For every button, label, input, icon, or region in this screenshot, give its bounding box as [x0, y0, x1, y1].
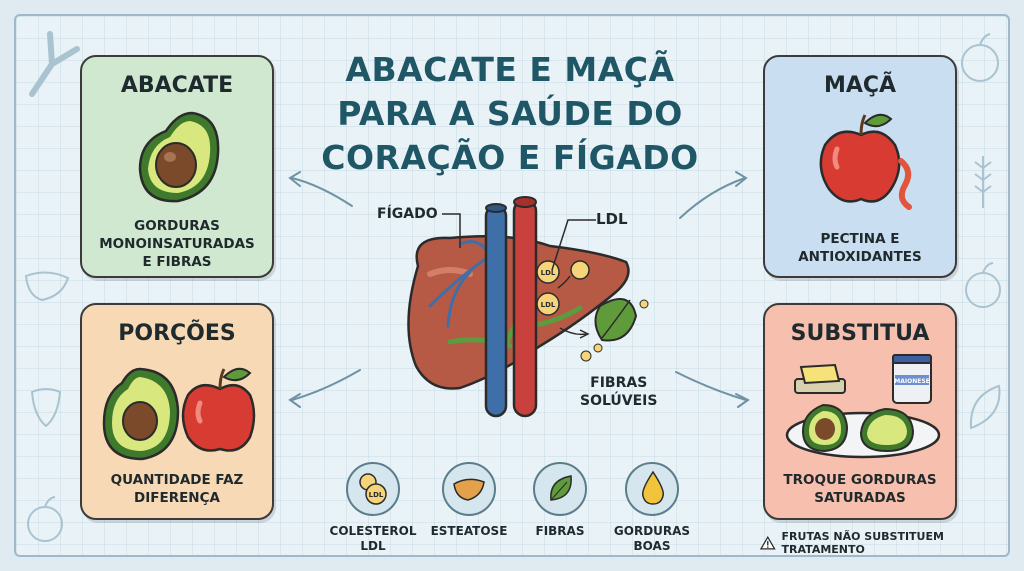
apple-deco-icon-2 [27, 496, 63, 542]
apple-deco-icon-3 [965, 262, 1001, 308]
ldl-bubble-1: LDL [541, 269, 556, 277]
bottom-label-esteatose: ESTEATOSE [424, 524, 514, 539]
bottom-item-gorduras: GORDURAS BOAS [607, 462, 697, 554]
card-abacate-text: GORDURAS MONOINSATURADAS E FIBRAS [88, 217, 266, 271]
liver-deco-icon [24, 271, 70, 302]
card-substitua-text: TROQUE GORDURAS SATURADAS [771, 471, 949, 507]
bottom-label-esteatose-line-1: ESTEATOSE [430, 524, 508, 538]
bottom-label-colesterol-line-1: COLESTEROL [329, 524, 417, 538]
card-substitua-text-line-2: SATURADAS [814, 490, 906, 506]
fibras-soluveis-label: FIBRAS SOLÚVEIS [580, 374, 657, 410]
ldl-leader-line [551, 219, 596, 271]
arrow-to-porcoes [291, 369, 361, 401]
warning-text: FRUTAS NÃO SUBSTITUEM TRATAMENTO [781, 530, 944, 556]
card-maca-title: MAÇÃ [823, 73, 897, 98]
bottom-label-fibras-line-1: FIBRAS [535, 524, 585, 538]
bottom-label-colesterol-line-2: LDL [360, 539, 386, 553]
card-maca-text-line-1: PECTINA E [820, 231, 900, 247]
card-porcoes-title: PORÇÕES [118, 321, 236, 346]
apple-with-peel-icon [819, 113, 912, 210]
card-substitua-text-line-1: TROQUE GORDURAS [783, 472, 937, 488]
bottom-label-gorduras-line-1: GORDURAS [613, 524, 691, 538]
card-porcoes: PORÇÕES QUANTIDADE FAZ DIFERENÇA [80, 303, 274, 520]
title-line-3: CORAÇÃO E FÍGADO [321, 138, 699, 177]
card-maca: MAÇÃ PECTINA E ANTIOXIDANTES [763, 55, 957, 278]
bottom-label-gorduras-line-2: BOAS [633, 539, 671, 553]
fibras-soluveis-line-2: SOLÚVEIS [580, 393, 658, 409]
bottom-label-fibras: FIBRAS [515, 524, 605, 539]
card-substitua: SUBSTITUA MAIONESE TROQUE GORDURAS SATUR… [763, 303, 957, 520]
ldl-label: LDL [596, 210, 628, 228]
bottom-item-fibras: FIBRAS [515, 462, 605, 539]
page-title: ABACATE E MAÇÃ PARA A SAÚDE DO CORAÇÃO E… [300, 48, 720, 180]
arrow-to-substitua [675, 371, 747, 401]
card-maca-text-line-2: ANTIOXIDANTES [798, 249, 922, 265]
ldl-cholesterol-icon: LDL [346, 462, 400, 516]
card-porcoes-text-line-1: QUANTIDADE FAZ [110, 472, 244, 488]
warning-triangle-icon [760, 536, 776, 550]
fatty-liver-icon [442, 462, 496, 516]
aorta [512, 198, 538, 418]
warning-note: FRUTAS NÃO SUBSTITUEM TRATAMENTO [760, 530, 1024, 556]
ldl-badge: LDL [369, 491, 384, 499]
ldl-bubble-2: LDL [541, 301, 556, 309]
title-line-1: ABACATE E MAÇÃ [345, 50, 675, 89]
leaf-icon [533, 462, 587, 516]
vena-cava [484, 204, 508, 418]
strawberry-deco-icon [30, 388, 62, 428]
card-abacate-text-line-2: MONOINSATURADAS [99, 236, 255, 252]
wheat-deco-icon [974, 156, 992, 208]
avocado-icon [138, 111, 220, 203]
oil-drop-icon [625, 462, 679, 516]
apple-deco-icon [961, 33, 999, 82]
arrow-to-maca [679, 177, 746, 219]
card-maca-text: PECTINA E ANTIOXIDANTES [771, 230, 949, 266]
plate-butter-mayo-icon: MAIONESE [785, 354, 941, 459]
liver-illustration: LDL LDL [407, 196, 649, 418]
card-substitua-title: SUBSTITUA [790, 321, 930, 346]
blood-vessel-deco-icon [29, 31, 80, 97]
fibras-soluveis-line-1: FIBRAS [590, 375, 648, 391]
figado-leader-line [442, 213, 461, 248]
card-abacate: ABACATE GORDURAS MONOINSATURADAS E FIBRA… [80, 55, 274, 278]
leaf-deco-icon [969, 384, 1001, 430]
title-line-2: PARA A SAÚDE DO [337, 94, 683, 133]
bottom-label-gorduras: GORDURAS BOAS [607, 524, 697, 554]
card-porcoes-text-line-2: DIFERENÇA [134, 490, 220, 506]
card-abacate-text-line-3: E FIBRAS [142, 254, 212, 270]
arrow-to-abacate [291, 177, 353, 207]
card-porcoes-text: QUANTIDADE FAZ DIFERENÇA [88, 471, 266, 507]
mayo-jar-label: MAIONESE [894, 378, 930, 385]
figado-label: FÍGADO [377, 206, 438, 222]
bottom-item-colesterol: LDL COLESTEROL LDL [328, 462, 418, 554]
bottom-item-esteatose: ESTEATOSE [424, 462, 514, 539]
card-abacate-text-line-1: GORDURAS [134, 218, 220, 234]
bottom-label-colesterol: COLESTEROL LDL [328, 524, 418, 554]
avocado-and-apple-icon [102, 367, 256, 461]
card-abacate-title: ABACATE [120, 73, 234, 98]
